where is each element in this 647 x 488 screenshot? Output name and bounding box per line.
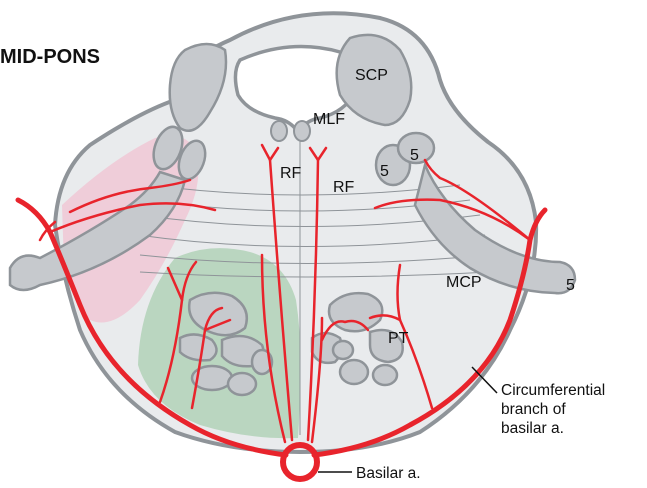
mlf-right (294, 121, 310, 141)
callout-circumferential-line3: basilar a. (501, 420, 564, 437)
mlf-left (271, 121, 287, 141)
label-scp: SCP (355, 67, 388, 84)
label-mlf: MLF (313, 111, 345, 128)
label-nerve5-a: 5 (380, 163, 389, 180)
diagram-title: MID-PONS (0, 46, 100, 68)
label-nerve5-root: 5 (566, 277, 575, 294)
label-mcp: MCP (446, 274, 482, 291)
callout-circumferential-line2: branch of (501, 401, 566, 418)
label-rf-left: RF (280, 165, 302, 182)
callout-circumferential-line1: Circumferential (501, 382, 605, 399)
label-pt: PT (388, 330, 409, 347)
label-rf-right: RF (333, 179, 355, 196)
callout-basilar: Basilar a. (356, 465, 421, 482)
label-nerve5-b: 5 (410, 147, 419, 164)
